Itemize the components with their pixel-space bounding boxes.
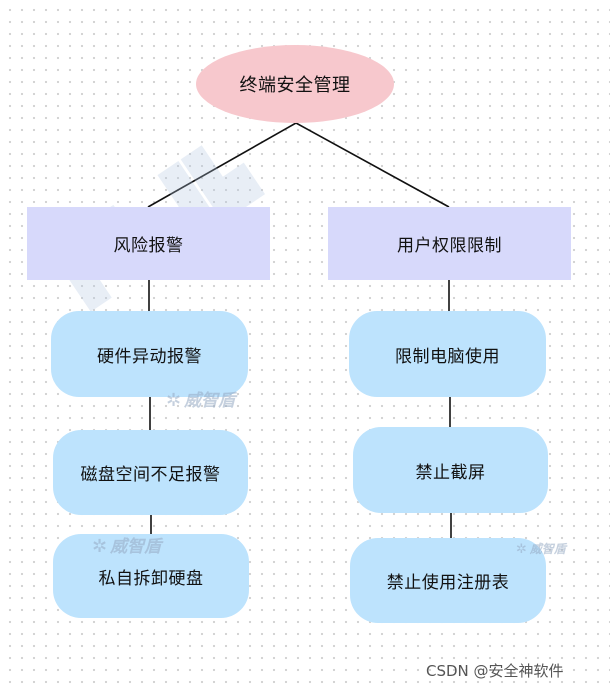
root-node-label: 终端安全管理 (239, 75, 351, 96)
leaf-node-label: 禁止截屏 (415, 462, 486, 483)
edge-root-to-user-permission (295, 122, 450, 208)
leaf-node-hardware-change-alarm: 硬件异动报警 (51, 311, 248, 397)
branch-node-label: 风险报警 (113, 236, 184, 256)
leaf-node-label: 禁止使用注册表 (386, 573, 510, 593)
branch-node-user-permission: 用户权限限制 (328, 207, 571, 280)
source-credit: CSDN @安全神软件 (426, 662, 564, 680)
leaf-node-no-screenshot: 禁止截屏 (353, 427, 548, 513)
leaf-node-no-registry: 禁止使用注册表 (350, 538, 546, 623)
branch-node-risk-alarm: 风险报警 (27, 207, 270, 280)
branch-node-label: 用户权限限制 (397, 236, 502, 256)
leaf-node-label: 硬件异动报警 (97, 346, 202, 367)
leaf-node-restrict-pc-use: 限制电脑使用 (349, 311, 546, 397)
root-node: 终端安全管理 (196, 45, 394, 123)
leaf-node-disk-space-alarm: 磁盘空间不足报警 (53, 430, 248, 515)
leaf-node-label: 私自拆卸硬盘 (98, 568, 204, 589)
leaf-node-disk-removal: 私自拆卸硬盘 (53, 534, 249, 618)
leaf-node-label: 磁盘空间不足报警 (80, 465, 221, 485)
leaf-node-label: 限制电脑使用 (395, 346, 500, 367)
edge-root-to-risk-alarm (147, 122, 297, 208)
